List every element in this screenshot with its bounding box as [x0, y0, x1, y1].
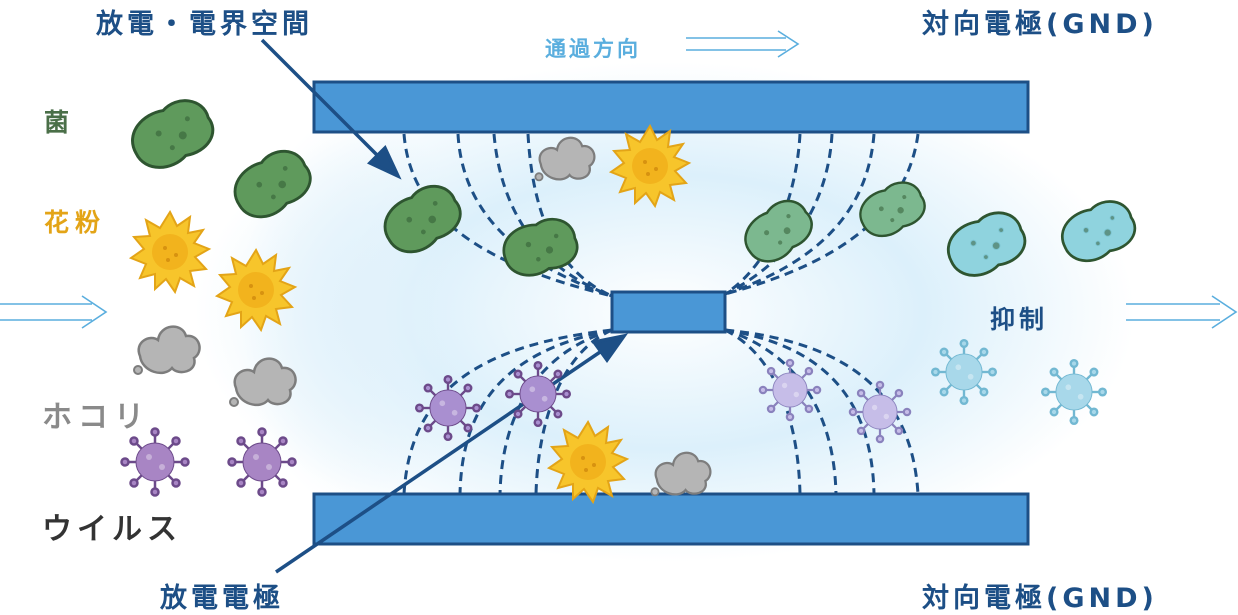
- ground-electrode-top-label: 対向電極(GND): [922, 9, 1158, 40]
- pass-direction-label: 通過方向: [545, 37, 641, 61]
- virus-icon: [504, 360, 572, 428]
- virus-icon: [1040, 358, 1108, 426]
- suppression-label: 抑制: [990, 305, 1049, 334]
- ground-electrode-top: [312, 80, 1030, 134]
- virus-icon: [227, 427, 297, 497]
- pollen-icon: [130, 211, 210, 293]
- dust-icon: [132, 325, 201, 376]
- pointer-arrow-discharge-space: [260, 38, 402, 180]
- legend-bacteria-label: 菌: [44, 108, 74, 137]
- virus-icon: [414, 374, 482, 442]
- arrow-right-icon: [0, 295, 108, 329]
- arrow-right-icon: [686, 30, 800, 58]
- arrow-right-icon: [1126, 295, 1238, 329]
- virus-icon: [758, 358, 822, 422]
- virus-icon: [120, 427, 190, 497]
- virus-icon: [848, 380, 912, 444]
- legend-dust-label: ホコリ: [42, 400, 150, 435]
- discharge-electrode: [610, 290, 727, 334]
- discharge-electrode-label: 放電電極: [160, 583, 284, 614]
- legend-pollen-label: 花粉: [44, 208, 107, 237]
- legend-virus-label: ウイルス: [42, 512, 182, 547]
- bacteria-icon: [122, 91, 222, 177]
- virus-icon: [930, 338, 998, 406]
- ground-electrode-bottom: [312, 492, 1030, 546]
- discharge-space-label: 放電・電界空間: [96, 9, 313, 40]
- ground-electrode-bottom-label: 対向電極(GND): [922, 583, 1158, 614]
- field-lines-top: [402, 133, 920, 298]
